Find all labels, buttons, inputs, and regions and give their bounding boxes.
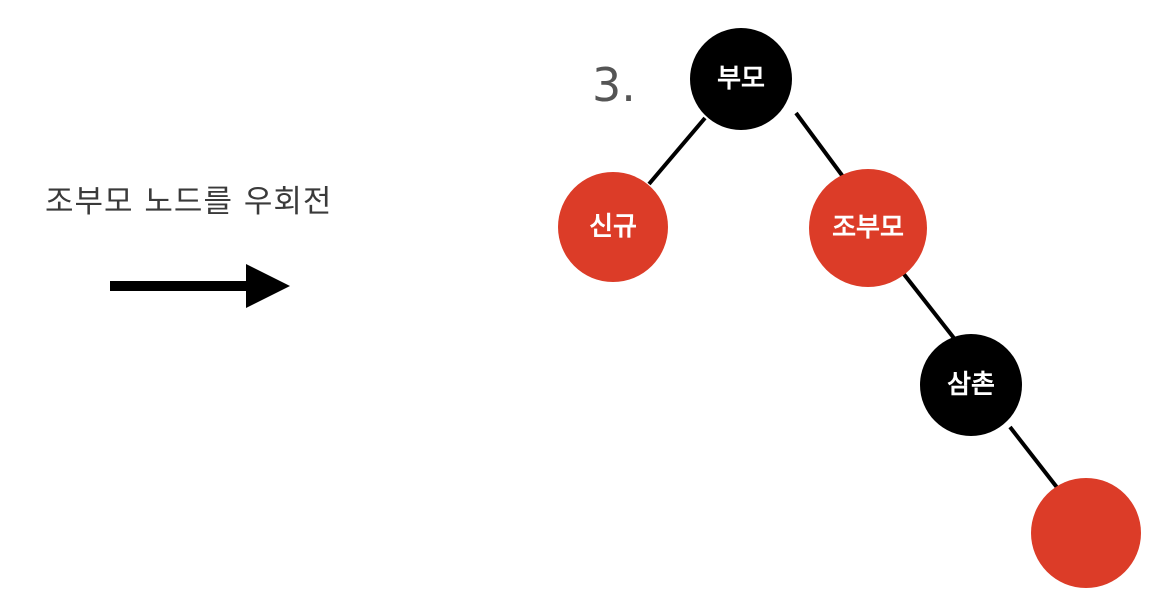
node-label-grandparent: 조부모: [832, 213, 904, 243]
node-label-uncle: 삼촌: [947, 370, 995, 400]
tree-node-new: 신규: [558, 172, 668, 282]
edge-uncle-leaf: [1008, 425, 1061, 492]
tree-node-leaf: [1031, 478, 1141, 588]
edge-parent-grandparent: [794, 111, 846, 180]
node-label-parent: 부모: [717, 64, 765, 94]
tree-node-grandparent: 조부모: [809, 169, 927, 287]
node-label-new: 신규: [589, 212, 637, 242]
right-arrow-icon: [110, 264, 290, 308]
tree-node-uncle: 삼촌: [920, 334, 1022, 436]
tree-edges: [647, 111, 1061, 492]
operation-caption: 조부모 노드를 우회전: [45, 184, 333, 220]
step-number: 3.: [592, 58, 636, 112]
edge-parent-new: [647, 116, 707, 186]
edge-grandparent-uncle: [901, 271, 959, 344]
tree-node-parent: 부모: [690, 28, 792, 130]
